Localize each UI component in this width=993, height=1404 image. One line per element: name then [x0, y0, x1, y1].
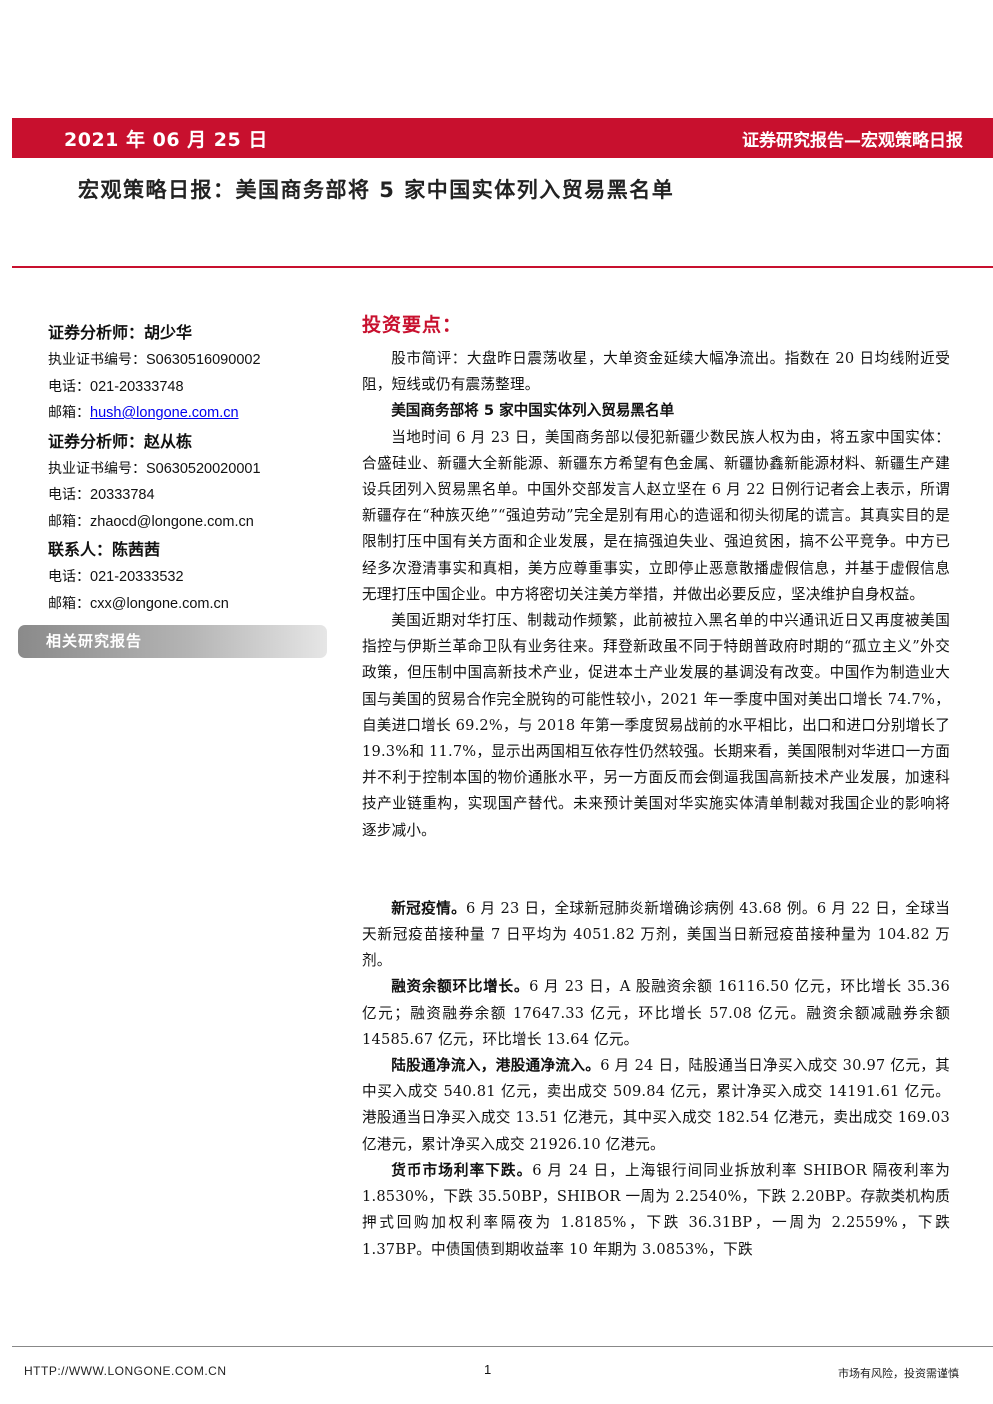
- analyst-1-cert: 执业证书编号：S0630516090002: [48, 352, 261, 368]
- market-review-paragraph: 股市简评：大盘昨日震荡收星，大单资金延续大幅净流出。指数在 20 日均线附近受阻…: [362, 350, 950, 394]
- report-date: 2021 年 06 月 25 日: [64, 128, 268, 151]
- analyst-2-cert: 执业证书编号：S0630520020001: [48, 460, 261, 477]
- money-market-paragraph: 货币市场利率下跌。6 月 24 日，上海银行间同业拆放利率 SHIBOR 隔夜利…: [362, 1161, 950, 1258]
- covid-title: 新冠疫情。: [391, 899, 467, 917]
- news-paragraph-1: 当地时间 6 月 23 日，美国商务部以侵犯新疆少数民族人权为由，将五家中国实体…: [362, 428, 950, 603]
- footer-divider: [12, 1346, 993, 1347]
- report-series: 证券研究报告—宏观策略日报: [742, 130, 963, 151]
- footer-website-link[interactable]: HTTP://WWW.LONGONE.COM.CN: [24, 1364, 227, 1378]
- connect-paragraph: 陆股通净流入，港股通净流入。6 月 24 日，陆股通当日净买入成交 30.97 …: [362, 1057, 950, 1153]
- risk-disclaimer: 市场有风险，投资需谨慎: [838, 1367, 959, 1380]
- contact-email: 邮箱：cxx@longone.com.cn: [48, 595, 229, 612]
- section-gap: [362, 844, 950, 896]
- news-subheading: 美国商务部将 5 家中国实体列入贸易黑名单: [391, 402, 675, 420]
- analyst-sidebar: 证券分析师：胡少华 执业证书编号：S0630516090002 电话：021-2…: [18, 318, 328, 658]
- investment-highlights-heading: 投资要点：: [362, 314, 463, 336]
- analyst-1-email: 邮箱：hush@longone.com.cn: [48, 405, 239, 421]
- connect-title: 陆股通净流入，港股通净流入。: [391, 1057, 601, 1075]
- analyst-1-email-link[interactable]: hush@longone.com.cn: [90, 405, 239, 421]
- covid-paragraph: 新冠疫情。6 月 23 日，全球新冠肺炎新增确诊病例 43.68 例。6 月 2…: [362, 899, 950, 970]
- contact-phone: 电话：021-20333532: [48, 569, 184, 585]
- margin-paragraph: 融资余额环比增长。6 月 23 日，A 股融资余额 16116.50 亿元，环比…: [362, 978, 950, 1048]
- related-reports-header: 相关研究报告: [18, 625, 327, 658]
- document-title: 宏观策略日报：美国商务部将 5 家中国实体列入贸易黑名单: [78, 178, 675, 202]
- page-number: 1: [484, 1362, 492, 1377]
- news-paragraph-2: 美国近期对华打压、制裁动作频繁，此前被拉入黑名单的中兴通讯近日又再度被美国指控与…: [362, 612, 951, 839]
- header-bar: 2021 年 06 月 25 日 证券研究报告—宏观策略日报: [12, 118, 993, 158]
- analyst-2-name: 证券分析师：赵从栋: [48, 431, 193, 451]
- analyst-1-name: 证券分析师：胡少华: [48, 323, 193, 342]
- money-market-title: 货币市场利率下跌。: [391, 1161, 533, 1179]
- main-content: 投资要点： 股市简评：大盘昨日震荡收星，大单资金延续大幅净流出。指数在 20 日…: [362, 310, 950, 1263]
- contact-name: 联系人：陈茜茜: [48, 540, 161, 559]
- analyst-2-phone: 电话：20333784: [48, 487, 155, 503]
- margin-title: 融资余额环比增长。: [391, 978, 530, 996]
- analyst-2-email: 邮箱：zhaocd@longone.com.cn: [48, 513, 254, 530]
- title-divider: [12, 266, 993, 268]
- analyst-1-phone: 电话：021-20333748: [48, 378, 184, 395]
